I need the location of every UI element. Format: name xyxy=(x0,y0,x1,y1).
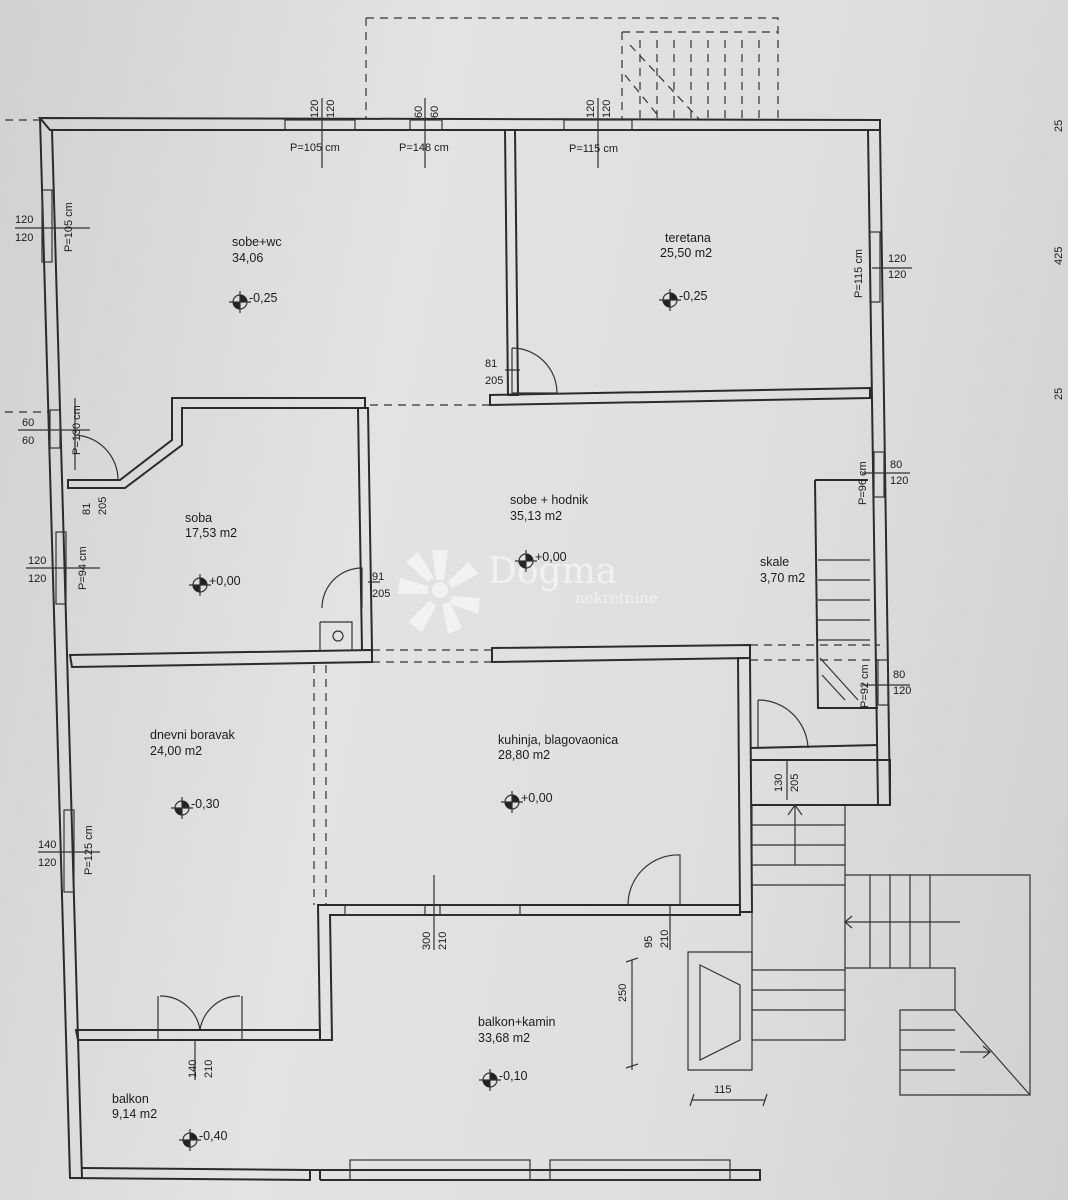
window-p-w6: P=130 cm xyxy=(71,405,83,455)
window-p-w10: P=125 cm xyxy=(83,825,95,875)
stairs-upper-dashed xyxy=(624,40,760,121)
door-w-d6: 95 xyxy=(643,936,655,948)
window-h-w4: 120 xyxy=(15,232,33,244)
window-h-w2: 60 xyxy=(429,106,441,118)
level-markers: -0,25 -0,25 +0,00 +0,00 -0,30 +0,00 xyxy=(171,289,708,1151)
door-w-d3: 91 xyxy=(372,571,384,583)
level-marker: -0,25 xyxy=(229,291,278,313)
window-w-w5: 120 xyxy=(888,253,906,265)
window-w-w7: 80 xyxy=(890,459,902,471)
level-sobe-hodnik: +0,00 xyxy=(535,550,567,564)
door-h-d4: 205 xyxy=(789,774,801,792)
room-name-kuhinja: kuhinja, blagovaonica xyxy=(498,733,618,747)
room-area-skale: 3,70 m2 xyxy=(760,571,805,585)
door-swings xyxy=(73,347,809,1040)
door-w-d2: 81 xyxy=(81,503,93,515)
room-name-soba: soba xyxy=(185,511,212,525)
room-area-kuhinja: 28,80 m2 xyxy=(498,748,550,762)
watermark-brand: Dogma xyxy=(488,551,617,592)
door-w-d4: 130 xyxy=(773,774,785,792)
door-h-d7: 210 xyxy=(203,1060,215,1078)
edge-mark-1: 25 xyxy=(1053,120,1065,132)
window-w-w3: 120 xyxy=(585,100,597,118)
room-name-dnevni-boravak: dnevni boravak xyxy=(150,728,236,742)
window-p-w1: P=105 cm xyxy=(290,142,340,154)
level-marker: +0,00 xyxy=(515,550,567,572)
level-marker: -0,30 xyxy=(171,797,220,819)
room-area-soba: 17,53 m2 xyxy=(185,526,237,540)
window-h-w3: 120 xyxy=(601,100,613,118)
room-name-balkon: balkon xyxy=(112,1092,149,1106)
room-area-dnevni-boravak: 24,00 m2 xyxy=(150,744,202,758)
stair-run-dim: 250 xyxy=(617,984,629,1002)
stairs-skale xyxy=(818,559,870,701)
door-h-d6: 210 xyxy=(659,930,671,948)
room-area-sobe-hodnik: 35,13 m2 xyxy=(510,509,562,523)
level-marker: +0,00 xyxy=(189,574,241,596)
watermark-sub: nekretnine xyxy=(575,589,658,607)
level-sobe-wc: -0,25 xyxy=(249,291,278,305)
level-soba: +0,00 xyxy=(209,574,241,588)
level-balkon-kamin: -0,10 xyxy=(499,1069,528,1083)
level-balkon: -0,40 xyxy=(199,1129,228,1143)
room-name-teretana: teretana xyxy=(665,231,711,245)
window-w-w9: 80 xyxy=(893,669,905,681)
window-p-w9: P=92 cm xyxy=(859,664,871,708)
exterior-walls xyxy=(37,116,892,1182)
door-h-d5: 210 xyxy=(437,932,449,950)
window-p-w7: P=96 cm xyxy=(857,461,869,505)
window-h-w5: 120 xyxy=(888,269,906,281)
room-area-sobe-wc: 34,06 xyxy=(232,251,263,265)
window-w-w6: 60 xyxy=(22,417,34,429)
room-area-balkon-kamin: 33,68 m2 xyxy=(478,1031,530,1045)
level-dnevni-boravak: -0,30 xyxy=(191,797,220,811)
window-h-w9: 120 xyxy=(893,685,911,697)
door-h-d3: 205 xyxy=(372,588,390,600)
window-h-w8: 120 xyxy=(28,573,46,585)
window-p-w2: P=148 cm xyxy=(399,142,449,154)
window-openings xyxy=(41,119,889,1181)
level-teretana: -0,25 xyxy=(679,289,708,303)
door-w-d7: 140 xyxy=(187,1060,199,1078)
window-w-w8: 120 xyxy=(28,555,46,567)
window-p-w4: P=105 cm xyxy=(63,202,75,252)
door-h-d1: 205 xyxy=(485,375,503,387)
labels: Dogma nekretnine sobe+wc 34,06 teretana … xyxy=(15,100,1065,1151)
window-w-w4: 120 xyxy=(15,214,33,226)
level-marker: +0,00 xyxy=(501,791,553,813)
window-w-w10: 140 xyxy=(38,839,56,851)
window-h-w10: 120 xyxy=(38,857,56,869)
window-h-w6: 60 xyxy=(22,435,34,447)
watermark xyxy=(398,550,480,634)
level-marker: -0,10 xyxy=(479,1069,528,1091)
window-p-w3: P=115 cm xyxy=(569,143,618,155)
dashed-outlines xyxy=(5,17,880,905)
window-w-w1: 120 xyxy=(309,100,321,118)
window-w-w2: 60 xyxy=(413,106,425,118)
dogma-logo-icon xyxy=(398,550,480,634)
level-marker: -0,25 xyxy=(659,289,708,311)
level-kuhinja: +0,00 xyxy=(521,791,553,805)
edge-mark-2: 425 xyxy=(1053,247,1065,265)
room-area-teretana: 25,50 m2 xyxy=(660,246,712,260)
level-marker: -0,40 xyxy=(179,1129,228,1151)
room-name-skale: skale xyxy=(760,555,789,569)
door-w-d5: 300 xyxy=(421,932,433,950)
window-p-w8: P=94 cm xyxy=(77,546,89,590)
entrance-stairs xyxy=(687,803,1031,1096)
room-name-balkon-kamin: balkon+kamin xyxy=(478,1015,556,1029)
window-h-w1: 120 xyxy=(325,100,337,118)
dimension-lines xyxy=(15,98,912,1107)
door-h-d2: 205 xyxy=(97,497,109,515)
window-p-w5: P=115 cm xyxy=(853,249,865,298)
stair-width-dim: 115 xyxy=(714,1084,732,1096)
door-w-d1: 81 xyxy=(485,358,497,370)
room-name-sobe-wc: sobe+wc xyxy=(232,235,282,249)
room-name-sobe-hodnik: sobe + hodnik xyxy=(510,493,589,507)
window-h-w7: 120 xyxy=(890,475,908,487)
room-area-balkon: 9,14 m2 xyxy=(112,1107,157,1121)
edge-mark-3: 25 xyxy=(1053,388,1065,400)
